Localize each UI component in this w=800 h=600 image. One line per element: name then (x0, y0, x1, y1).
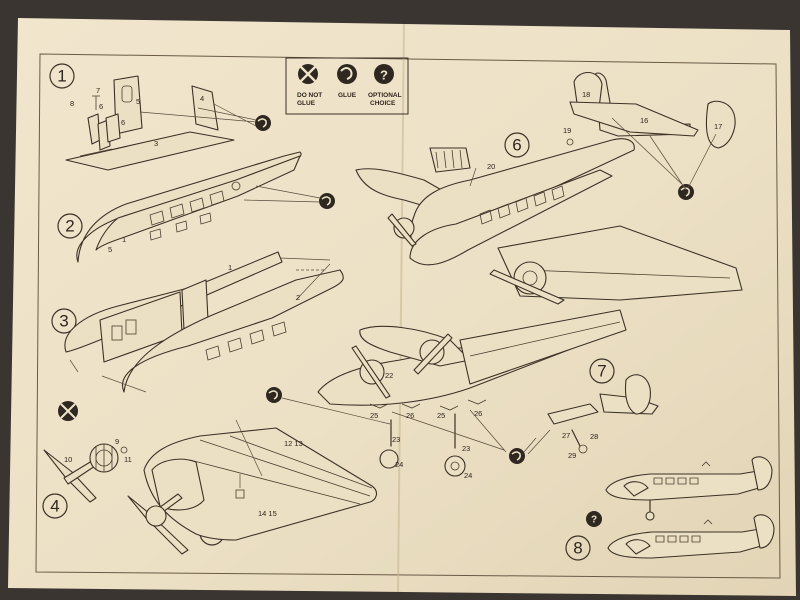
step-8-marker: 8 (565, 535, 591, 561)
svg-text:27: 27 (562, 431, 570, 440)
svg-text:25: 25 (370, 411, 378, 420)
svg-text:4: 4 (200, 94, 204, 103)
svg-text:20: 20 (487, 162, 495, 171)
optional-choice-icon: ? (374, 64, 394, 84)
legend-do-not-glue-l1: DO NOT (297, 92, 322, 99)
step-3-marker: 3 (51, 308, 77, 334)
svg-text:14 15: 14 15 (258, 509, 277, 518)
svg-text:23: 23 (462, 444, 470, 453)
svg-text:3: 3 (59, 312, 68, 331)
step-8-drawing (605, 456, 775, 559)
svg-text:24: 24 (464, 471, 472, 480)
svg-text:2: 2 (65, 217, 74, 236)
svg-text:7: 7 (96, 86, 100, 95)
step-2-marker: 2 (57, 213, 83, 239)
step-6-drawing: 20 19 18 16 17 (355, 71, 743, 305)
legend-optional-l1: OPTIONAL (368, 92, 402, 99)
svg-text:1: 1 (57, 67, 66, 86)
svg-text:12 13: 12 13 (284, 439, 303, 448)
svg-text:17: 17 (714, 122, 722, 131)
svg-text:11: 11 (124, 455, 132, 464)
svg-text:6: 6 (99, 102, 103, 111)
glue-icon (319, 193, 335, 209)
svg-text:7: 7 (597, 362, 606, 381)
svg-text:10: 10 (64, 455, 72, 464)
step-4-marker: 4 (42, 493, 68, 519)
glue-icon (266, 387, 282, 403)
svg-text:19: 19 (563, 126, 571, 135)
svg-text:?: ? (591, 515, 597, 526)
step-4-drawing: 9 10 11 (43, 437, 132, 503)
glue-icon (509, 448, 525, 464)
glue-icon (678, 184, 694, 200)
glue-icon (337, 64, 357, 84)
step-7-drawing: 22 25 26 23 24 25 26 23 24 27 28 29 (281, 309, 659, 480)
svg-text:3: 3 (154, 139, 158, 148)
svg-text:?: ? (380, 68, 388, 83)
svg-text:4: 4 (50, 497, 59, 516)
svg-text:16: 16 (640, 116, 648, 125)
svg-text:26: 26 (474, 409, 482, 418)
legend-box: ? DO NOT GLUE GLUE OPTIONAL CHOICE (285, 57, 409, 115)
svg-text:5: 5 (136, 97, 140, 106)
svg-text:24: 24 (395, 460, 403, 469)
step-7-marker: 7 (589, 358, 615, 384)
svg-text:25: 25 (437, 411, 445, 420)
legend-do-not-glue-l2: GLUE (297, 100, 316, 107)
step-3-drawing: 1 2 (64, 251, 344, 393)
svg-text:1: 1 (228, 263, 232, 272)
svg-text:23: 23 (392, 435, 400, 444)
svg-text:2: 2 (296, 293, 300, 302)
svg-text:5: 5 (108, 245, 112, 254)
svg-text:6: 6 (512, 136, 521, 155)
svg-text:9: 9 (115, 437, 119, 446)
step-1-marker: 1 (49, 63, 75, 89)
legend-optional-l2: CHOICE (370, 100, 396, 107)
svg-text:6: 6 (121, 118, 125, 127)
legend-glue: GLUE (338, 92, 357, 99)
svg-text:29: 29 (568, 451, 576, 460)
do-not-glue-icon (298, 64, 318, 84)
print-border (35, 53, 781, 579)
step-6-marker: 6 (504, 132, 530, 158)
svg-text:18: 18 (582, 90, 590, 99)
svg-text:8: 8 (70, 99, 74, 108)
step-2-drawing: 1 5 (76, 151, 321, 263)
step-5-drawing: 12 13 14 15 (127, 419, 378, 555)
glue-icon (255, 115, 271, 131)
svg-text:28: 28 (590, 432, 598, 441)
svg-text:8: 8 (573, 539, 582, 558)
do-not-glue-icon (58, 401, 78, 421)
svg-text:26: 26 (406, 411, 414, 420)
svg-text:1: 1 (122, 235, 126, 244)
step-1-drawing: 8 7 6 6 5 4 3 (65, 75, 257, 171)
svg-text:22: 22 (385, 371, 393, 380)
center-fold (397, 23, 405, 593)
optional-choice-icon: ? (586, 511, 602, 527)
